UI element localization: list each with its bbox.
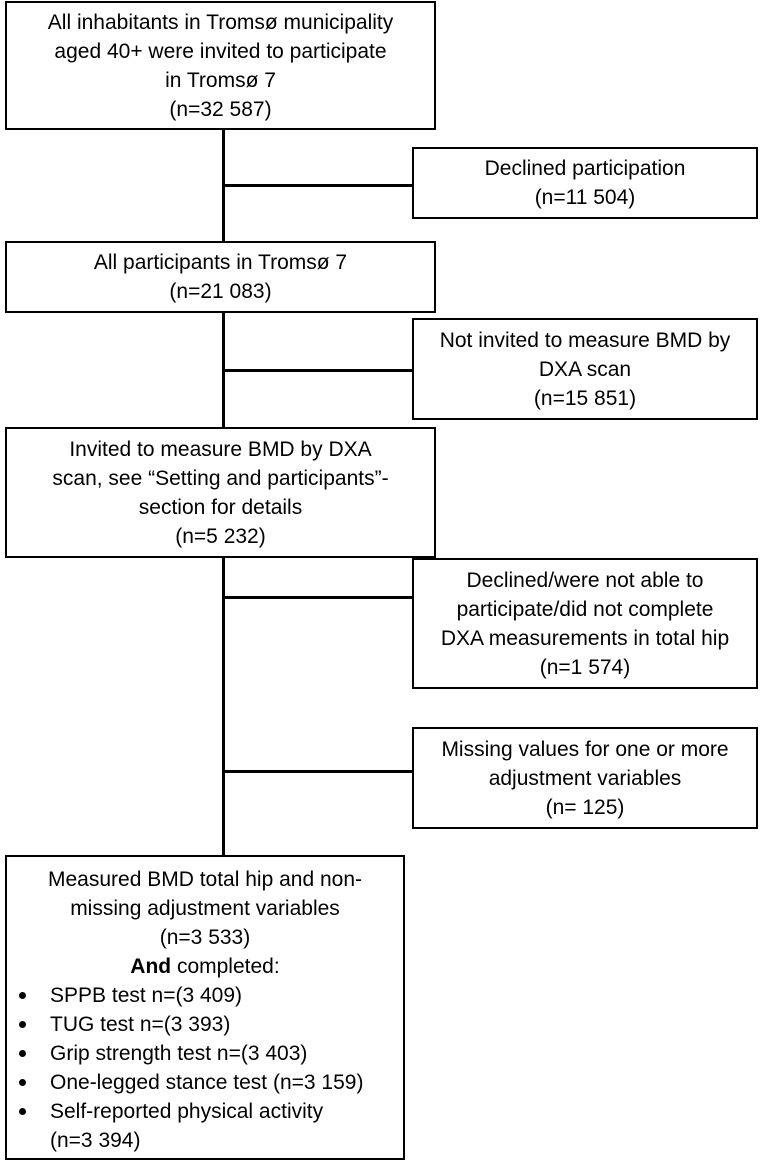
list-item: Self-reported physical activity [17, 1097, 393, 1126]
box-count: (n=1 574) [539, 655, 631, 679]
list-item: TUG test n=(3 393) [17, 1010, 393, 1039]
box-count: (n=21 083) [169, 280, 272, 303]
box-count: (n=32 587) [169, 97, 272, 121]
box-not-invited-dxa: Not invited to measure BMD by DXA scan (… [412, 318, 758, 420]
box-all-participants: All participants in Tromsø 7 (n=21 083) [5, 241, 436, 313]
box-invited-population: All inhabitants in Tromsø municipality a… [5, 1, 436, 130]
box-count: (n=5 232) [175, 524, 266, 548]
box-line: DXA scan [538, 357, 632, 381]
connector-declined-dxa [222, 596, 413, 599]
completed-tests-list: SPPB test n=(3 409) TUG test n=(3 393) G… [17, 981, 393, 1155]
box-count: (n=3 533) [159, 926, 251, 949]
box-count: (n= 125) [545, 795, 625, 819]
box-declined-dxa: Declined/were not able to participate/di… [412, 558, 758, 689]
box-count: (n=15 851) [533, 386, 637, 410]
box-line: adjustment variables [488, 766, 682, 790]
box-line: All participants in Tromsø 7 [93, 251, 348, 274]
completed-heading: And completed: [17, 952, 393, 981]
box-line: Not invited to measure BMD by [439, 328, 731, 352]
box-final-sample: Measured BMD total hip and non- missing … [5, 855, 405, 1160]
box-line: DXA measurements in total hip [440, 626, 730, 650]
box-line: participate/did not complete [456, 597, 714, 621]
box-declined-participation: Declined participation (n=11 504) [412, 147, 758, 219]
connector-missing [222, 770, 413, 773]
box-missing-values: Missing values for one or more adjustmen… [412, 727, 758, 829]
list-item: Grip strength test n=(3 403) [17, 1039, 393, 1068]
box-invited-dxa: Invited to measure BMD by DXA scan, see … [5, 427, 436, 558]
box-line: Missing values for one or more [441, 737, 729, 761]
box-line: section for details [138, 495, 303, 519]
box-line: Declined/were not able to [466, 568, 704, 592]
box-line: in Tromsø 7 [165, 68, 276, 92]
box-line: aged 40+ were invited to participate [54, 39, 387, 63]
list-item: One-legged stance test (n=3 159) [17, 1068, 393, 1097]
box-line: Declined participation [484, 157, 686, 180]
completed-label: completed: [171, 955, 280, 978]
list-item: SPPB test n=(3 409) [17, 981, 393, 1010]
and-bold: And [130, 955, 172, 978]
box-count: (n=11 504) [534, 186, 636, 209]
box-line: All inhabitants in Tromsø municipality [47, 10, 394, 34]
list-item-continuation: (n=3 394) [50, 1129, 141, 1152]
connector-declined [222, 184, 413, 187]
connector-not-invited-dxa [222, 369, 413, 372]
box-line: Measured BMD total hip and non- [47, 868, 362, 891]
box-line: scan, see “Setting and participants”- [52, 466, 389, 490]
box-line: Invited to measure BMD by DXA [69, 437, 372, 461]
box-line: missing adjustment variables [70, 897, 340, 920]
